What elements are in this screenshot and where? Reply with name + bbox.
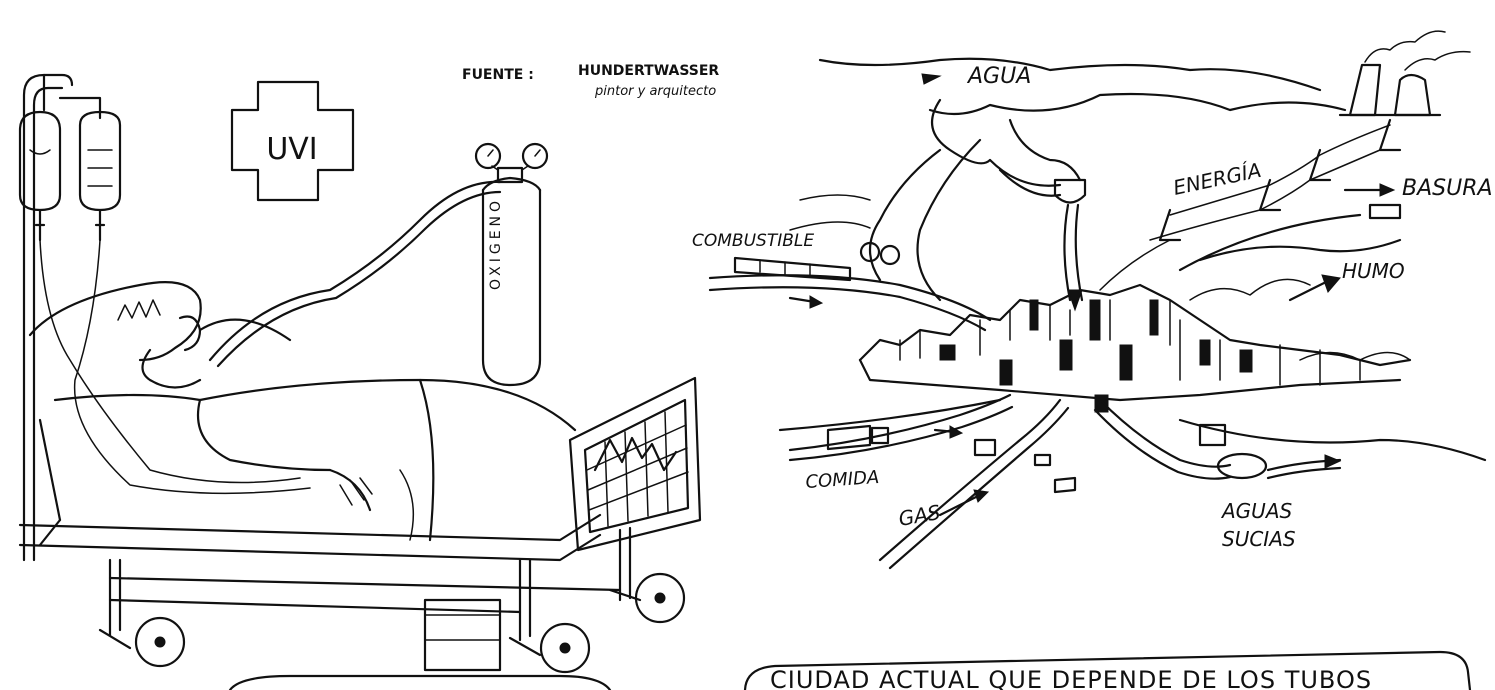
icu-patient-drawing: OXIGENO UVI FUENTE : HUNDERTWASSER pinto… bbox=[20, 63, 719, 690]
oxygen-label: OXIGENO bbox=[488, 197, 504, 290]
speech-bubble-left bbox=[230, 676, 610, 690]
iv-pole bbox=[24, 75, 100, 560]
fuel-route bbox=[710, 243, 990, 330]
label-sewage-line2: SUCIAS bbox=[1222, 527, 1296, 551]
iv-bag-left bbox=[20, 112, 60, 240]
label-gas: GAS bbox=[897, 500, 943, 531]
patient bbox=[30, 282, 575, 540]
water-pipe bbox=[922, 74, 1085, 310]
iv-bag-right bbox=[80, 112, 120, 240]
uvi-sign-text: UVI bbox=[266, 132, 317, 167]
city-drawing: AGUA ENERGÍA BASURA COMBUSTIBLE HUMO COM… bbox=[692, 31, 1493, 690]
smoke-route bbox=[1190, 275, 1340, 300]
sewage-route bbox=[1095, 400, 1340, 479]
label-food: COMIDA bbox=[805, 467, 880, 493]
caption-bubble: CIUDAD ACTUAL QUE DEPENDE DE LOS TUBOS bbox=[745, 652, 1470, 690]
heart-monitor bbox=[570, 378, 700, 550]
label-smoke: HUMO bbox=[1342, 259, 1405, 283]
label-water: AGUA bbox=[966, 64, 1031, 89]
factory bbox=[1340, 31, 1470, 115]
label-fuel: COMBUSTIBLE bbox=[692, 231, 814, 251]
label-sewage-line1: AGUAS bbox=[1220, 499, 1293, 523]
label-energy: ENERGÍA bbox=[1171, 158, 1263, 200]
source-subtitle: pintor y arquitecto bbox=[594, 84, 716, 99]
gas-route bbox=[880, 400, 1068, 568]
source-prefix: FUENTE : bbox=[462, 67, 534, 83]
uvi-sign: UVI bbox=[232, 82, 353, 200]
oxygen-tank: OXIGENO bbox=[210, 144, 547, 385]
caption-text: CIUDAD ACTUAL QUE DEPENDE DE LOS TUBOS bbox=[770, 666, 1372, 690]
source-name: HUNDERTWASSER bbox=[578, 63, 719, 79]
source-credit: FUENTE : HUNDERTWASSER pintor y arquitec… bbox=[462, 63, 719, 99]
iv-tubes bbox=[40, 240, 310, 493]
label-garbage: BASURA bbox=[1402, 176, 1493, 201]
